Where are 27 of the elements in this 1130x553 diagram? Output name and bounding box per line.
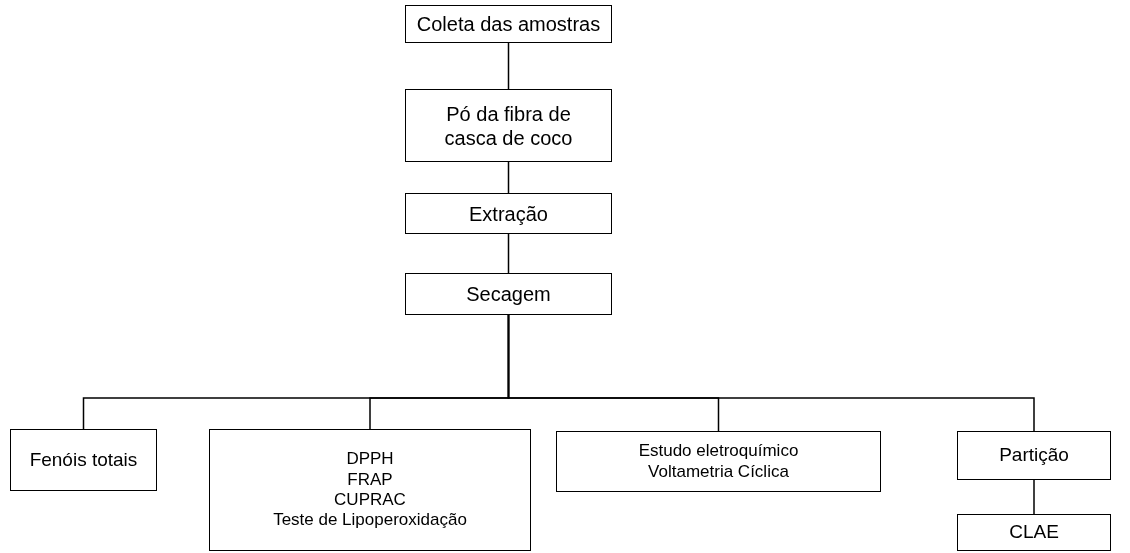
node-text: Coleta das amostras [416, 12, 601, 36]
connector-line [507, 42, 510, 90]
connector-line [507, 314, 1035, 432]
process-box [957, 514, 1111, 551]
node-text: Teste de Lipoperoxidação [273, 510, 467, 531]
process-box [405, 5, 612, 43]
node-text: Secagem [466, 282, 551, 306]
node-text: DPPH [346, 449, 394, 470]
process-box [10, 429, 157, 491]
node-text: CUPRAC [334, 490, 406, 511]
node-text: Partição [999, 444, 1069, 467]
process-box [556, 431, 881, 492]
connector-line [507, 233, 510, 274]
node-text: Estudo eletroquímico [638, 441, 799, 462]
node-text: Fenóis totais [29, 448, 138, 472]
connector-line [1033, 479, 1035, 515]
connector-line [507, 161, 510, 194]
node-text: Voltametria Cíclica [648, 461, 789, 482]
node-text: Pó da fibra de casca de coco [443, 101, 574, 150]
process-box [209, 429, 531, 551]
node-text: CLAE [1009, 521, 1059, 544]
process-box [405, 193, 612, 234]
process-box [957, 431, 1111, 480]
node-text: FRAP [347, 469, 393, 490]
process-box [405, 89, 612, 162]
node-text: Extração [469, 201, 548, 226]
process-box [405, 273, 612, 315]
